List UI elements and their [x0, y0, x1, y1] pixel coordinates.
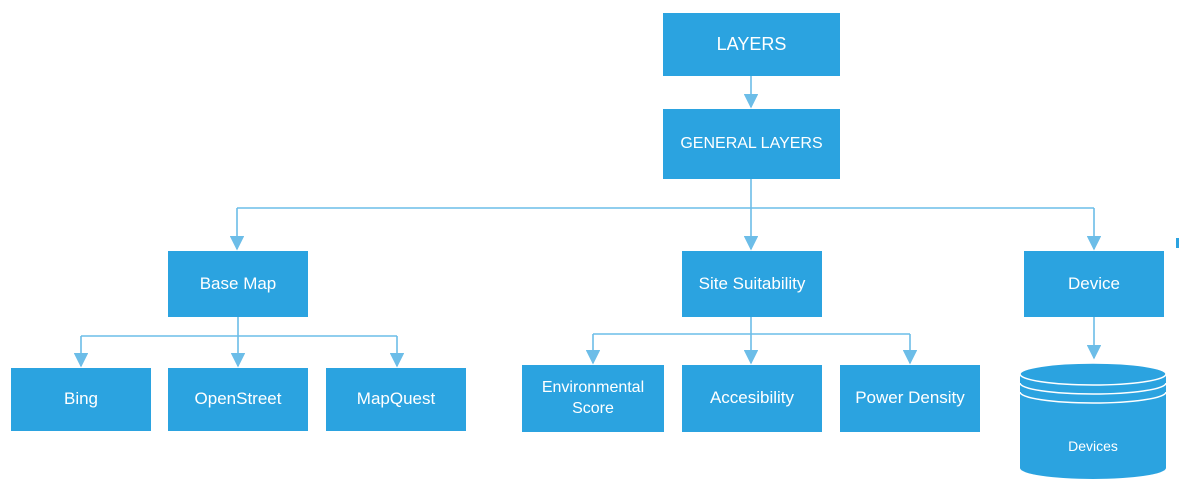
node-layers: LAYERS — [663, 13, 840, 76]
node-site-suitability: Site Suitability — [682, 251, 822, 317]
node-base-map: Base Map — [168, 251, 308, 317]
node-power-density-label: Power Density — [855, 388, 965, 408]
node-bing-label: Bing — [63, 389, 99, 409]
node-layers-label: LAYERS — [716, 33, 787, 54]
node-bing: Bing — [11, 368, 151, 431]
node-general-layers: GENERAL LAYERS — [663, 109, 840, 179]
node-base-map-label: Base Map — [199, 273, 277, 293]
node-openstreet: OpenStreet — [168, 368, 308, 431]
node-environmental-score-label-line1: Environmental — [541, 378, 645, 396]
node-environmental-score: Environmental Score — [522, 365, 664, 432]
node-devices-label: Devices — [1068, 438, 1118, 454]
node-accesibility: Accesibility — [682, 365, 822, 432]
node-general-layers-label: GENERAL LAYERS — [680, 134, 823, 152]
node-mapquest-label: MapQuest — [356, 389, 436, 409]
edge-artifact-mark — [1176, 238, 1179, 248]
node-mapquest: MapQuest — [326, 368, 466, 431]
node-accesibility-label: Accesibility — [709, 388, 795, 408]
node-device: Device — [1024, 251, 1164, 317]
database-icon — [1019, 362, 1167, 479]
node-device-label: Device — [1068, 273, 1120, 293]
node-site-suitability-label: Site Suitability — [698, 273, 806, 293]
node-environmental-score-label-line2: Score — [572, 399, 614, 417]
node-openstreet-label: OpenStreet — [194, 389, 282, 409]
node-power-density: Power Density — [840, 365, 980, 432]
